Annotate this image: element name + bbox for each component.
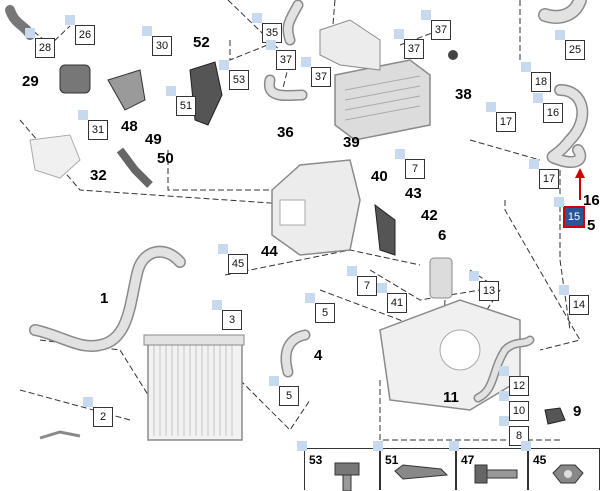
label-32[interactable]: 32 <box>90 167 107 184</box>
callout-5-b[interactable]: 5 <box>269 376 299 406</box>
radiator-hose-part <box>29 245 186 352</box>
label-49[interactable]: 49 <box>145 131 162 148</box>
callout-51[interactable]: 51 <box>166 86 196 116</box>
flange-bolt-icon <box>334 462 360 491</box>
hose-part-32 <box>116 147 153 188</box>
callout-28[interactable]: 28 <box>25 28 55 58</box>
hardware-cell-51[interactable]: 51 <box>373 441 456 490</box>
callout-17-a[interactable]: 17 <box>486 102 516 132</box>
upper-hose-part <box>263 0 308 102</box>
label-38[interactable]: 38 <box>455 86 472 103</box>
callout-31[interactable]: 31 <box>78 110 108 140</box>
label-5-c[interactable]: 5 <box>587 217 596 234</box>
callout-37-d[interactable]: 37 <box>421 10 451 40</box>
label-44[interactable]: 44 <box>261 243 278 260</box>
callout-37-a[interactable]: 37 <box>266 40 296 70</box>
label-43[interactable]: 43 <box>405 185 422 202</box>
sensor-wire-part <box>39 430 81 440</box>
hex-nut-icon <box>552 464 584 484</box>
label-29[interactable]: 29 <box>22 73 39 90</box>
callout-37-c[interactable]: 37 <box>394 29 424 59</box>
self-tapping-screw-icon <box>394 464 449 480</box>
label-42[interactable]: 42 <box>421 207 438 224</box>
callout-37-b[interactable]: 37 <box>301 57 331 87</box>
hardware-label: 51 <box>385 453 399 467</box>
clamp-part <box>544 407 566 425</box>
label-40[interactable]: 40 <box>371 168 388 185</box>
callout-41[interactable]: 41 <box>377 283 407 313</box>
callout-10[interactable]: 10 <box>499 391 529 421</box>
hardware-cell-53[interactable]: 53 <box>297 441 380 491</box>
callout-26[interactable]: 26 <box>65 15 95 45</box>
small-hose-part <box>473 335 535 403</box>
mounting-bracket-part <box>271 159 361 256</box>
label-36[interactable]: 36 <box>277 124 294 141</box>
valve-part <box>29 134 81 179</box>
label-16-b[interactable]: 16 <box>583 192 600 209</box>
coolant-hose-part <box>280 329 311 378</box>
hardware-label: 47 <box>461 453 475 467</box>
hardware-cell-45[interactable]: 45 <box>521 441 600 490</box>
highlight-arrow-head <box>575 168 585 178</box>
callout-13[interactable]: 13 <box>469 271 499 301</box>
callout-15-selected[interactable]: 15 <box>554 197 585 228</box>
callout-30[interactable]: 30 <box>142 26 172 56</box>
hardware-label: 53 <box>309 453 323 467</box>
radiator-part <box>143 334 245 441</box>
label-11[interactable]: 11 <box>443 389 459 406</box>
oil-cooler-part <box>334 59 431 141</box>
callout-14[interactable]: 14 <box>559 285 589 315</box>
callout-12[interactable]: 12 <box>499 366 529 396</box>
callout-7-a[interactable]: 7 <box>395 149 425 179</box>
cover-part <box>319 19 381 71</box>
callout-3[interactable]: 3 <box>212 300 242 330</box>
callout-18[interactable]: 18 <box>521 62 551 92</box>
label-6[interactable]: 6 <box>438 227 447 244</box>
label-48[interactable]: 48 <box>121 118 138 135</box>
callout-7-b[interactable]: 7 <box>347 266 377 296</box>
hex-bolt-icon <box>474 464 518 484</box>
right-hose-part <box>538 0 589 168</box>
thermostat-housing-part <box>429 257 453 299</box>
label-52[interactable]: 52 <box>193 34 210 51</box>
callout-2[interactable]: 2 <box>83 397 113 427</box>
sensor-part <box>448 50 458 60</box>
hardware-label: 45 <box>533 453 547 467</box>
callout-45[interactable]: 45 <box>218 244 248 274</box>
callout-17-b[interactable]: 17 <box>529 159 559 189</box>
bracket-part <box>107 69 146 111</box>
callout-53[interactable]: 53 <box>219 60 249 90</box>
support-arm-part <box>374 203 396 256</box>
label-4[interactable]: 4 <box>314 347 323 364</box>
pump-part <box>59 64 91 94</box>
callout-16[interactable]: 16 <box>533 93 563 123</box>
label-50[interactable]: 50 <box>157 150 174 167</box>
callout-5-a[interactable]: 5 <box>305 293 335 323</box>
label-9[interactable]: 9 <box>573 403 582 420</box>
hardware-cell-47[interactable]: 47 <box>449 441 528 490</box>
label-39[interactable]: 39 <box>343 134 360 151</box>
label-1[interactable]: 1 <box>100 290 109 307</box>
callout-25[interactable]: 25 <box>555 30 585 60</box>
